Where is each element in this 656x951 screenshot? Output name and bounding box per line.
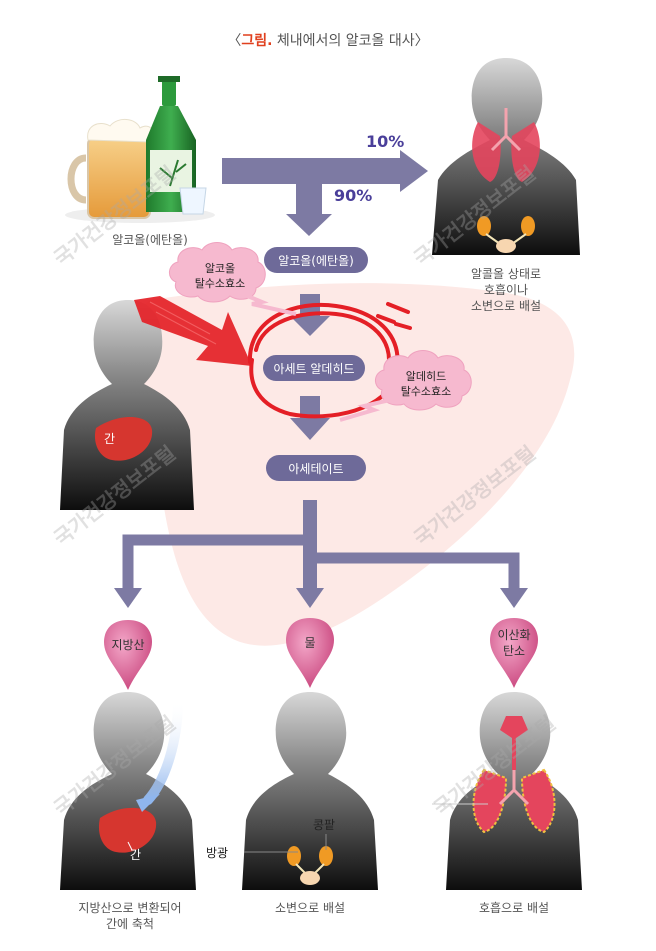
drop-water bbox=[286, 618, 334, 688]
step-alcohol: 알코올(에탄올) bbox=[264, 247, 368, 273]
drink-caption: 알코올(에탄올) bbox=[112, 233, 188, 247]
figure-title: 〈그림. 체내에서의 알코올 대사〉 bbox=[0, 30, 656, 50]
enzyme-aldh-label: 알데히드 탈수소효소 bbox=[400, 370, 452, 398]
enzyme-adh-label: 알코올 탈수소효소 bbox=[194, 262, 246, 290]
body-bottom-middle bbox=[242, 692, 378, 890]
liver-label-left: 간 bbox=[104, 432, 116, 446]
drop-co2 bbox=[490, 618, 538, 688]
organ-lung-label: 폐 bbox=[422, 798, 434, 812]
title-label: 그림. bbox=[241, 33, 273, 49]
drinks-illustration bbox=[65, 76, 215, 223]
step-acetaldehyde: 아세트 알데히드 bbox=[263, 355, 365, 381]
title-bracket-open: 〈 bbox=[227, 33, 242, 49]
title-text: 체내에서의 알코올 대사 bbox=[276, 33, 415, 49]
body-bottom-right bbox=[432, 692, 582, 890]
product-fat: 지방산 bbox=[111, 638, 145, 652]
organ-liver-label: 간 bbox=[130, 848, 142, 862]
body-top-right bbox=[432, 58, 580, 255]
drop-fat bbox=[104, 620, 152, 690]
title-bracket-close: 〉 bbox=[414, 33, 429, 49]
outcome-co2: 호흡으로 배설 bbox=[478, 901, 550, 915]
body-left-liver bbox=[60, 296, 252, 510]
outcome-fat: 지방산으로 변환되어 간에 축척 bbox=[78, 901, 182, 932]
organ-kidney-label: 콩팥 bbox=[313, 818, 336, 832]
product-co2: 이산화 탄소 bbox=[497, 628, 531, 658]
pct-metabolized: 90% bbox=[334, 186, 373, 205]
excreted-caption: 알콜올 상태로 호흡이나 소변으로 배설 bbox=[470, 267, 542, 314]
product-water: 물 bbox=[304, 636, 316, 650]
flow-arrows bbox=[114, 150, 528, 608]
enzyme-cloud-adh bbox=[169, 242, 297, 316]
step-acetate: 아세테이트 bbox=[266, 455, 366, 481]
enzyme-cloud-aldh bbox=[339, 350, 472, 422]
pct-excreted: 10% bbox=[366, 132, 405, 151]
outcome-water: 소변으로 배설 bbox=[274, 901, 346, 915]
body-bottom-left bbox=[60, 692, 196, 890]
organ-bladder-label: 방광 bbox=[206, 846, 229, 860]
